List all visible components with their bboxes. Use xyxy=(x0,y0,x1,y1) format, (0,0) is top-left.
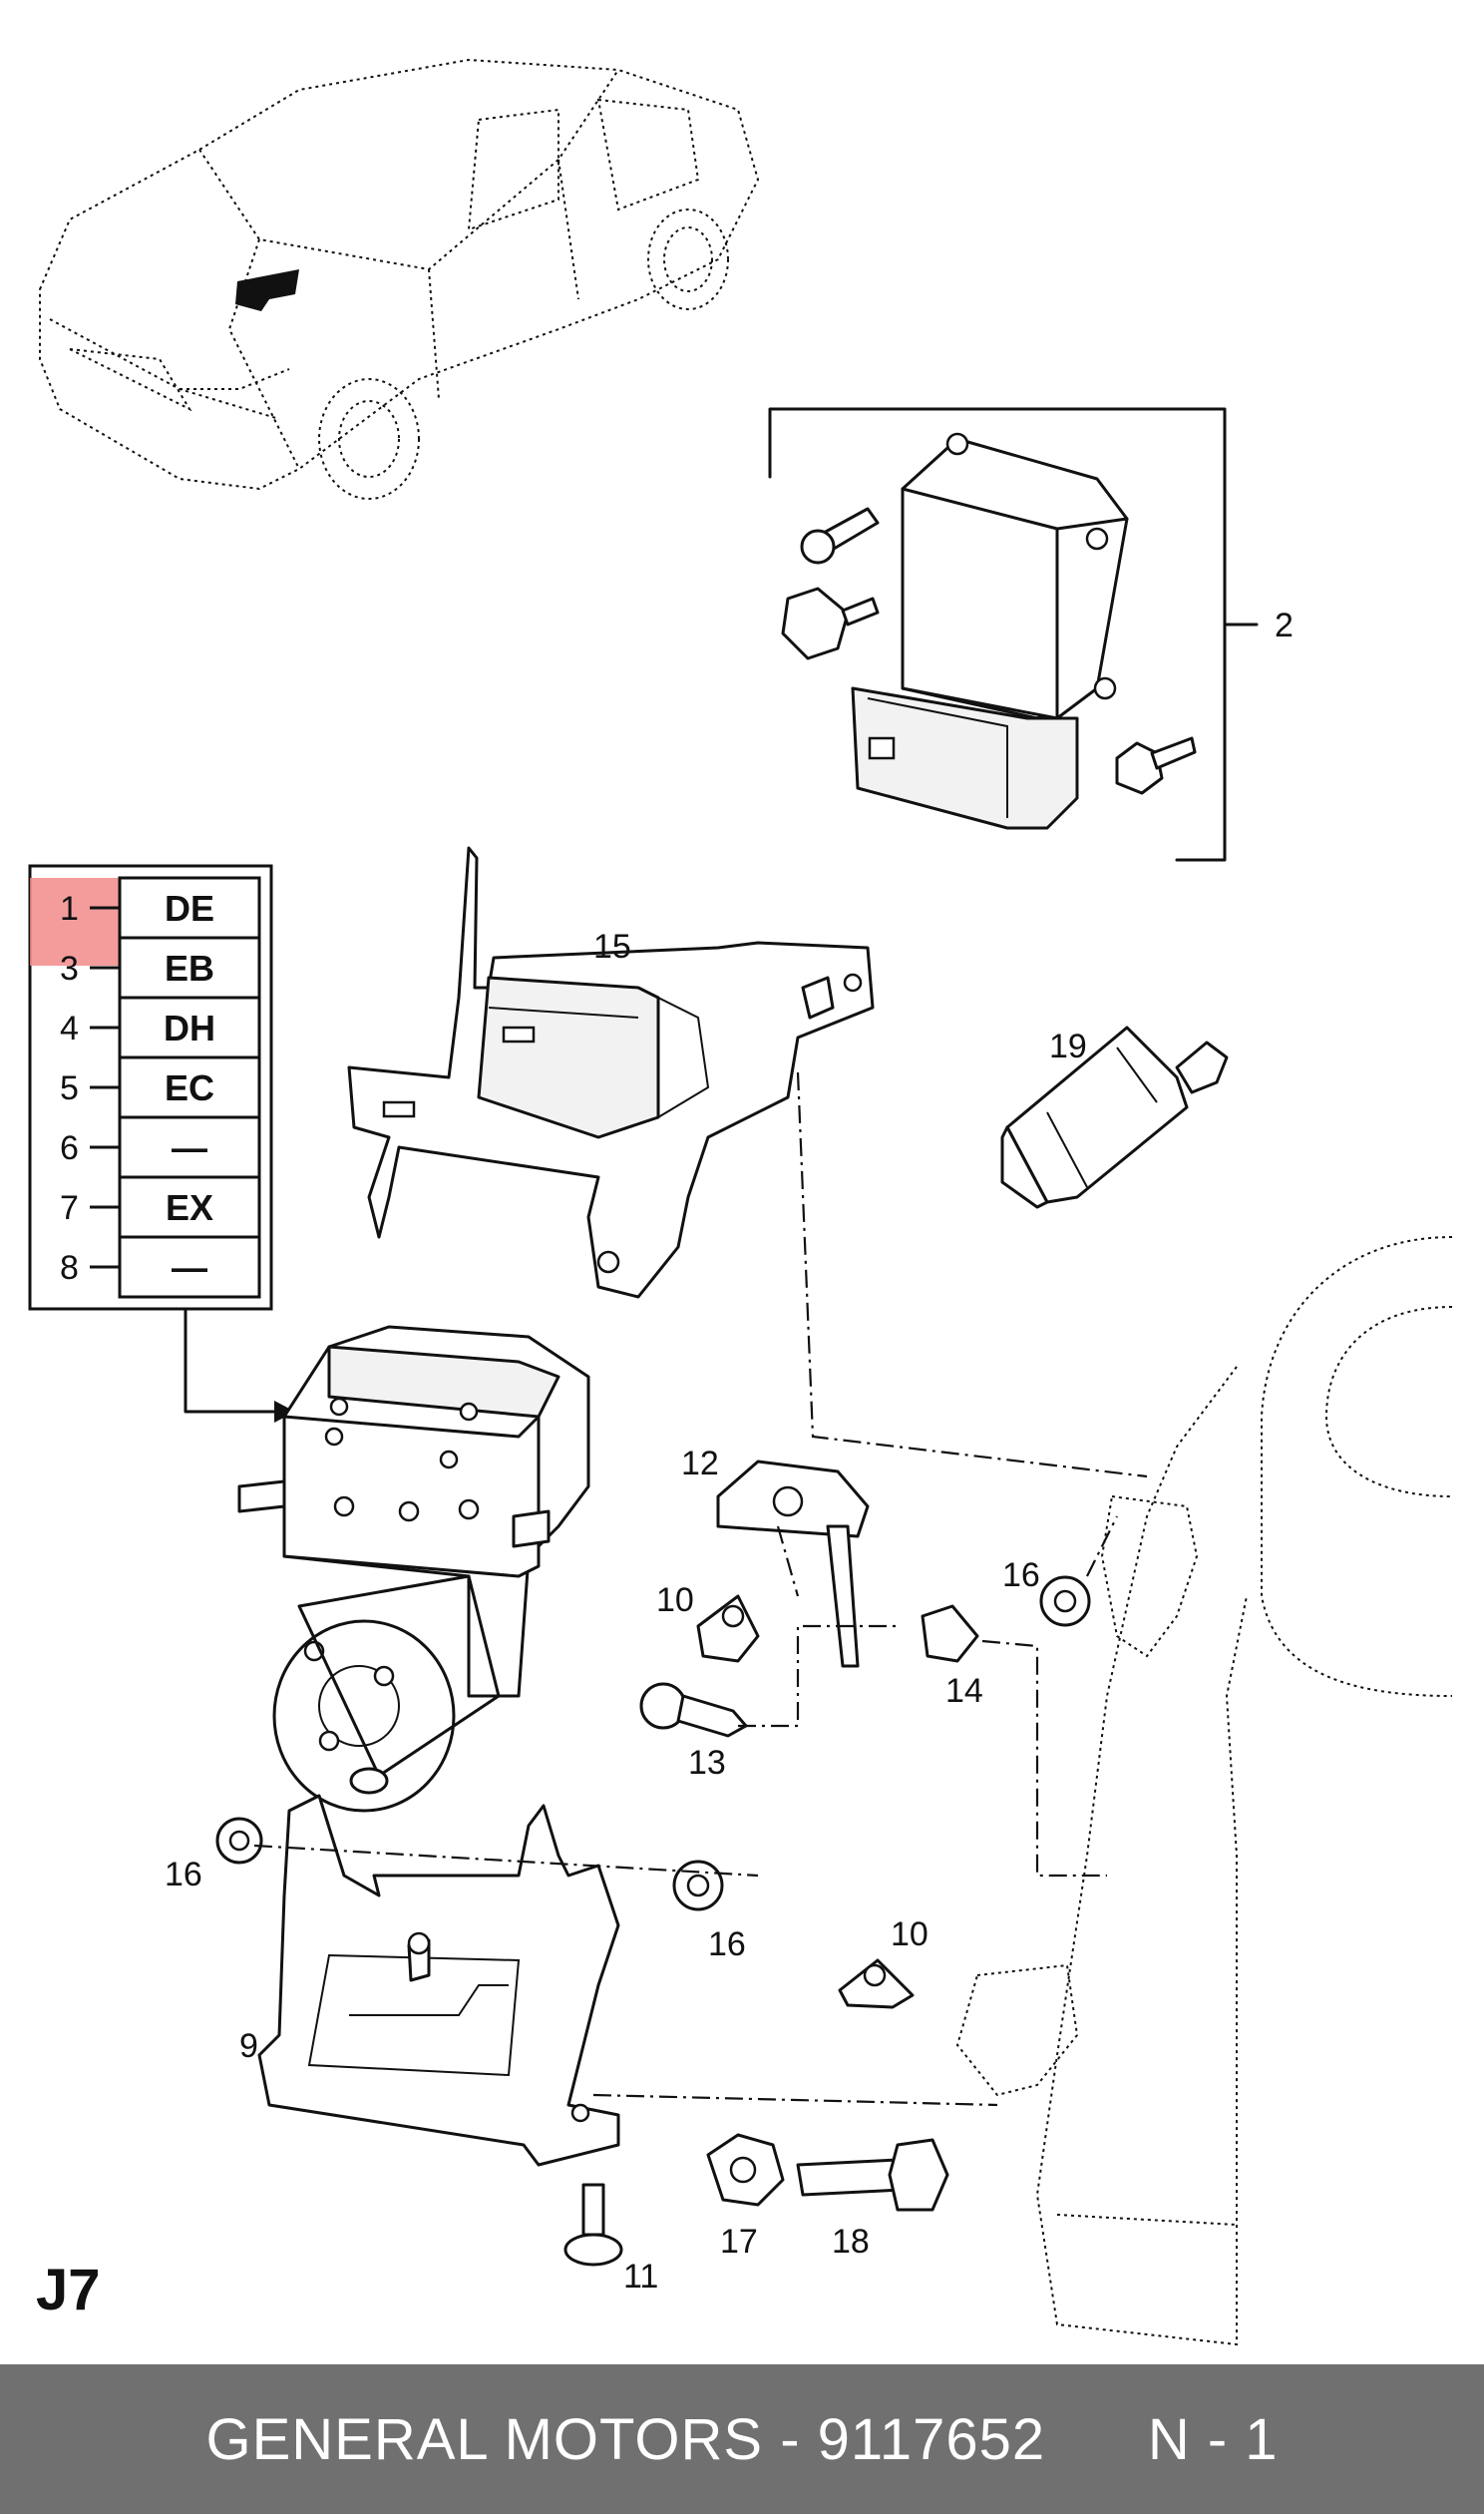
code-table: 1 DE 3 EB 4 DH 5 EC 6 — 7 EX 8 — xyxy=(28,864,273,1311)
code-row-value: EX xyxy=(166,1187,213,1228)
callout-18: 18 xyxy=(832,2223,870,2261)
code-row-value: — xyxy=(172,1247,207,1288)
parts-diagram: 2 1 DE 3 EB 4 DH 5 EC 6 — 7 EX 8 — xyxy=(28,58,1453,2346)
code-row-number: 7 xyxy=(60,1189,79,1227)
callout-11: 11 xyxy=(623,2258,658,2296)
callout-15: 15 xyxy=(593,928,631,966)
code-row-value: EC xyxy=(165,1067,214,1108)
callout-9: 9 xyxy=(239,2027,258,2065)
callout-10a: 10 xyxy=(656,1581,694,1619)
bracket-9: 9 xyxy=(239,1794,620,2167)
code-row-number: 1 xyxy=(60,890,79,928)
code-row-number: 4 xyxy=(60,1010,79,1048)
footer-separator: - xyxy=(763,2406,818,2472)
footer-part-number: 9117652 xyxy=(817,2406,1046,2472)
footer-gap xyxy=(1045,2406,1148,2473)
callout-17: 17 xyxy=(720,2223,758,2261)
code-cell-box xyxy=(118,1115,261,1179)
pressure-sensor-19: 19 xyxy=(1000,1026,1229,1209)
callout-16c: 16 xyxy=(708,1925,746,1963)
code-row-number: 8 xyxy=(60,1249,79,1287)
callout-13: 13 xyxy=(688,1744,726,1782)
footer-brand: GENERAL MOTORS xyxy=(205,2406,764,2472)
leader-lines xyxy=(253,1071,1148,2107)
callout-14: 14 xyxy=(945,1672,983,1710)
page-code: J7 xyxy=(36,2258,101,2322)
code-row-number: 5 xyxy=(60,1069,79,1107)
code-cell-box xyxy=(118,1175,261,1239)
footer-page-ref: N - 1 xyxy=(1147,2406,1279,2472)
callout-12: 12 xyxy=(681,1445,719,1482)
hydraulic-modulator-1 xyxy=(237,1325,590,1813)
code-row-value: DE xyxy=(165,888,214,929)
vehicle-location-illustration xyxy=(39,58,760,500)
code-row-value: DH xyxy=(164,1008,215,1048)
callout-19: 19 xyxy=(1049,1028,1087,1065)
callout-16b: 16 xyxy=(165,1856,202,1893)
control-unit-assembly: 2 xyxy=(768,407,1294,862)
callout-16a: 16 xyxy=(1002,1556,1040,1594)
code-row-number: 6 xyxy=(60,1129,79,1167)
code-row-value: — xyxy=(172,1127,207,1168)
code-row-value: EB xyxy=(165,948,214,989)
code-row-number: 3 xyxy=(60,950,79,988)
fastener-parts: 12 10 13 14 16 16 16 10 11 17 xyxy=(165,1445,1091,2296)
bracket-15: 15 xyxy=(347,846,875,1299)
callout-10b: 10 xyxy=(891,1915,928,1953)
highlight-marker xyxy=(30,878,120,966)
callout-2: 2 xyxy=(1275,607,1294,644)
vehicle-body-section xyxy=(955,1236,1453,2346)
table-pointer-arrow xyxy=(184,1307,295,1423)
footer-bar: GENERAL MOTORS - 9117652 N - 1 xyxy=(0,2364,1484,2514)
